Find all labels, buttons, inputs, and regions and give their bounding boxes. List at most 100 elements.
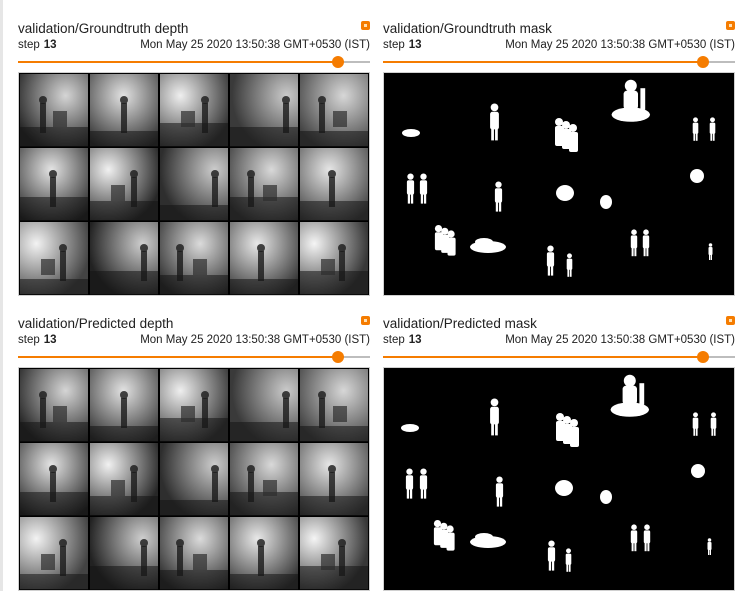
step-value: 13 xyxy=(408,39,422,51)
mask-silhouette xyxy=(406,173,415,204)
depth-thumbnail xyxy=(300,369,368,442)
depth-thumbnail xyxy=(230,74,298,147)
mask-silhouette xyxy=(643,524,651,552)
timestamp: Mon May 25 2020 13:50:38 GMT+0530 (IST) xyxy=(140,334,370,346)
depth-thumbnail xyxy=(160,222,228,295)
depth-thumbnail xyxy=(90,74,158,147)
depth-thumbnail xyxy=(230,148,298,221)
depth-thumbnail xyxy=(90,517,158,590)
slider-fill xyxy=(383,356,704,358)
mask-silhouette xyxy=(690,169,704,183)
step-label: step xyxy=(383,39,405,51)
slider-fill xyxy=(18,61,339,63)
mask-silhouette xyxy=(470,533,506,548)
mask-silhouette xyxy=(630,229,638,257)
depth-image xyxy=(18,367,370,591)
depth-thumbnail xyxy=(20,148,88,221)
mask-silhouette xyxy=(692,117,699,141)
step-slider[interactable] xyxy=(383,351,735,363)
depth-thumbnail xyxy=(300,222,368,295)
step-slider[interactable] xyxy=(383,56,735,68)
step-value: 13 xyxy=(43,39,57,51)
mask-silhouette xyxy=(556,185,574,201)
step-label: step xyxy=(383,334,405,346)
depth-thumbnail xyxy=(300,74,368,147)
expand-icon[interactable] xyxy=(726,316,735,325)
mask-silhouette xyxy=(707,538,712,555)
depth-thumbnail xyxy=(90,443,158,516)
depth-image xyxy=(18,72,370,296)
depth-thumbnail xyxy=(20,517,88,590)
mask-silhouette xyxy=(555,480,573,496)
mask-silhouette xyxy=(691,464,705,478)
depth-thumbnail xyxy=(160,148,228,221)
step-value: 13 xyxy=(43,334,57,346)
slider-thumb[interactable] xyxy=(697,56,710,68)
depth-thumbnail xyxy=(20,369,88,442)
mask-silhouette xyxy=(405,468,414,499)
expand-icon[interactable] xyxy=(361,316,370,325)
slider-thumb[interactable] xyxy=(697,351,710,363)
step-value: 13 xyxy=(408,334,422,346)
mask-image xyxy=(383,367,735,591)
depth-thumbnail xyxy=(20,74,88,147)
mask-silhouette xyxy=(642,229,650,257)
depth-thumbnail xyxy=(230,517,298,590)
mask-silhouette xyxy=(434,225,456,256)
mask-silhouette xyxy=(611,79,650,122)
mask-silhouette xyxy=(692,412,699,436)
depth-thumbnail xyxy=(160,74,228,147)
card-title: validation/Predicted depth xyxy=(18,316,174,331)
mask-silhouette xyxy=(419,173,428,204)
slider-thumb[interactable] xyxy=(332,351,345,363)
mask-silhouette xyxy=(610,374,649,417)
depth-thumbnail xyxy=(230,222,298,295)
depth-grid-image xyxy=(20,369,368,590)
depth-thumbnail xyxy=(20,443,88,516)
depth-thumbnail xyxy=(300,517,368,590)
depth-thumbnail xyxy=(20,222,88,295)
timestamp: Mon May 25 2020 13:50:38 GMT+0530 (IST) xyxy=(505,334,735,346)
mask-silhouette xyxy=(495,476,504,507)
depth-thumbnail xyxy=(90,222,158,295)
depth-thumbnail xyxy=(230,443,298,516)
mask-silhouette xyxy=(490,398,499,436)
mask-silhouette xyxy=(490,103,499,141)
expand-icon[interactable] xyxy=(361,21,370,30)
mask-silhouette xyxy=(547,540,556,571)
depth-grid-image xyxy=(20,74,368,295)
mask-silhouette xyxy=(556,413,579,447)
mask-silhouette xyxy=(494,181,503,212)
mask-silhouette xyxy=(433,520,455,551)
panel-left-border xyxy=(0,0,3,591)
slider-fill xyxy=(383,61,704,63)
mask-image-content xyxy=(402,79,716,277)
mask-silhouette xyxy=(708,243,713,260)
mask-silhouette xyxy=(470,238,506,253)
depth-thumbnail xyxy=(160,517,228,590)
expand-icon[interactable] xyxy=(726,21,735,30)
slider-fill xyxy=(18,356,339,358)
step-slider[interactable] xyxy=(18,351,370,363)
mask-silhouette xyxy=(419,468,428,499)
mask-silhouette xyxy=(709,117,716,141)
timestamp: Mon May 25 2020 13:50:38 GMT+0530 (IST) xyxy=(505,39,735,51)
step-slider[interactable] xyxy=(18,56,370,68)
depth-thumbnail xyxy=(160,369,228,442)
mask-silhouette xyxy=(630,524,638,552)
depth-thumbnail xyxy=(160,443,228,516)
slider-thumb[interactable] xyxy=(332,56,345,68)
depth-thumbnail xyxy=(90,148,158,221)
